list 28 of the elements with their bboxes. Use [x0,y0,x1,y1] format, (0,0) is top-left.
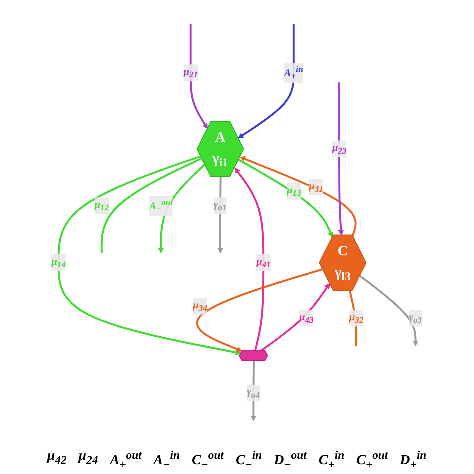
port-label: μ$_{42}$ [47,448,67,468]
arrow [238,159,334,238]
arrow [58,156,242,356]
edge-label: μ$_{14}$ [52,256,66,270]
arrow [240,156,357,236]
edge-label: μ$_{12}$ [94,200,110,213]
port-label: μ$_{24}$ [78,448,98,468]
edge-label: μ$_{34}$ [193,300,208,314]
arrow [360,275,419,346]
edge-label: μ$_{21}$ [184,66,198,80]
edge-label: μ$_{13}$ [287,185,302,198]
arrow [338,82,344,236]
arrow [158,164,206,254]
edge-label: γ$_{o4}$ [247,386,260,400]
arrow [234,168,265,352]
arrow [238,24,295,138]
arrow [190,24,208,130]
edge-label: γ$_{o1}$ [214,200,227,213]
edge-label: μ$_{23}$ [332,142,347,156]
edge-label: μ$_{41}$ [256,256,271,270]
arrow [196,268,324,352]
arrow [218,177,224,254]
arrow [260,283,330,352]
arrow [250,360,257,422]
edge-label: μ$_{32}$ [349,312,364,325]
edge-label: μ$_{43}$ [300,312,314,325]
edge-label: γ$_{o3}$ [409,312,422,325]
edge-label: μ$_{31}$ [309,180,324,194]
